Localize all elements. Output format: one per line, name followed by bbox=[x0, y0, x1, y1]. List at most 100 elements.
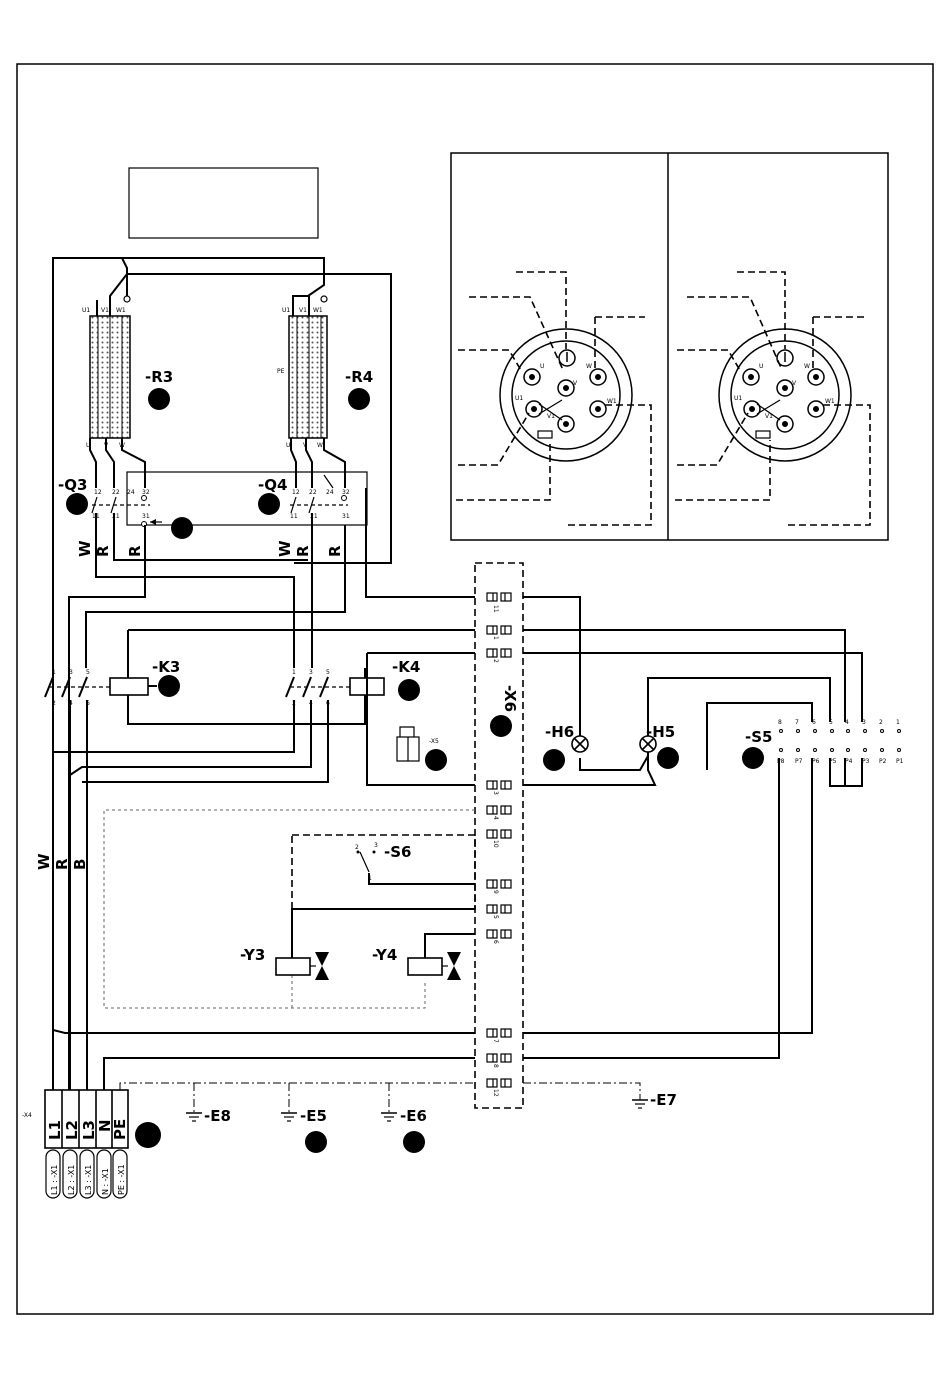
diagram-label: W1 bbox=[607, 398, 617, 405]
callout-q3-b bbox=[171, 517, 193, 539]
heater-feed-wires bbox=[52, 257, 392, 1090]
diagram-label: W bbox=[586, 363, 592, 370]
diagram-label: 1 bbox=[896, 719, 900, 726]
earth-e8 bbox=[186, 1083, 202, 1122]
diagram-label: 3 bbox=[69, 669, 73, 676]
label-y3: -Y3 bbox=[240, 946, 265, 964]
diagram-label: 4 bbox=[492, 816, 499, 820]
earth-line bbox=[119, 1082, 475, 1090]
label-k3: -K3 bbox=[152, 658, 180, 676]
selector-s5: 8 7 6 5 4 3 2 1 P8 P7 P6 P5 P4 P3 P2 P1 bbox=[777, 719, 904, 765]
label-h6: -H6 bbox=[545, 723, 574, 741]
supply-terminal-block: L1 L2 L3 N PE bbox=[44, 1089, 129, 1149]
diagram-label: 2 bbox=[355, 844, 359, 851]
diagram-label: 3 bbox=[862, 719, 866, 726]
label-r4: -R4 bbox=[345, 368, 373, 386]
callout-r3 bbox=[148, 388, 170, 410]
wire-r-q3: R bbox=[94, 545, 112, 557]
r4-term-v1: V1 bbox=[299, 307, 307, 314]
callout-h6 bbox=[543, 749, 565, 771]
diagram-label: 3 bbox=[309, 669, 313, 676]
contactor-k4: 1 3 5 2 4 6 bbox=[285, 669, 385, 707]
callout-e5 bbox=[305, 1131, 327, 1153]
label-x4: -X4 bbox=[22, 1112, 32, 1119]
diagram-label: L3 bbox=[80, 1120, 98, 1140]
callout-q3 bbox=[66, 493, 88, 515]
diagram-label: 31 bbox=[342, 513, 350, 520]
diagram-label: N bbox=[96, 1119, 114, 1132]
diagram-label: 2 bbox=[492, 659, 499, 663]
x6-terminal-numbers: 11 1 2 3 4 10 9 5 6 7 8 12 bbox=[492, 605, 499, 1097]
diagram-label: V1 bbox=[547, 413, 555, 420]
label-s6: -S6 bbox=[384, 843, 411, 861]
supply-cable-labels: L1 : -X1 L2 : -X1 L3 : -X1 N : -X1 PE : … bbox=[45, 1149, 128, 1199]
diagram-label: P8 bbox=[777, 758, 785, 765]
wire-r-main: R bbox=[53, 858, 71, 870]
diagram-label: V bbox=[573, 380, 578, 387]
callout-x6 bbox=[490, 715, 512, 737]
solenoid-y4 bbox=[407, 933, 475, 980]
wire-r-q4b: R bbox=[326, 545, 344, 557]
label-q4: -Q4 bbox=[258, 476, 287, 494]
diagram-label: PE : -X1 bbox=[117, 1164, 126, 1195]
r4-term-w: W bbox=[317, 442, 323, 449]
diagram-label: P7 bbox=[795, 758, 803, 765]
diagram-label: P5 bbox=[829, 758, 837, 765]
switch-output-wires bbox=[68, 488, 475, 1090]
callout-h5 bbox=[657, 747, 679, 769]
diagram-label: U bbox=[759, 363, 763, 370]
diagram-label: PE bbox=[111, 1119, 129, 1140]
wire-w-q4: W bbox=[276, 540, 294, 557]
diagram-label: V bbox=[792, 380, 797, 387]
diagram-label: 5 bbox=[829, 719, 833, 726]
diagram-label: 5 bbox=[492, 915, 499, 919]
contactor-k3: 1 3 5 2 4 6 bbox=[44, 669, 149, 707]
r4-term-pe: PE bbox=[277, 368, 285, 375]
diagram-label: N : -X1 bbox=[101, 1168, 110, 1195]
title-box bbox=[128, 167, 319, 239]
diagram-label: 11 bbox=[492, 605, 499, 613]
label-y4: -Y4 bbox=[372, 946, 397, 964]
diagram-label: P2 bbox=[879, 758, 887, 765]
wire-w-main: W bbox=[35, 853, 53, 870]
r3-term-u1: U1 bbox=[82, 307, 90, 314]
motor-connector-right: U V W U1 V1 W1 bbox=[675, 271, 871, 526]
label-x6: -X6 bbox=[501, 685, 519, 712]
diagram-label: 10 bbox=[492, 840, 499, 848]
diagram-label: 12 bbox=[492, 1089, 499, 1097]
switch-s6: 2 3 1 bbox=[355, 842, 475, 885]
wire-w-q3: W bbox=[76, 540, 94, 557]
diagram-label: 21 bbox=[112, 513, 120, 520]
earth-e6 bbox=[381, 1083, 397, 1122]
lamp-h5 bbox=[639, 735, 657, 753]
terminal-strip-x6 bbox=[474, 562, 524, 1109]
diagram-label: U1 bbox=[515, 395, 523, 402]
earth-e7 bbox=[632, 1099, 648, 1109]
diagram-label: 6 bbox=[492, 940, 499, 944]
diagram-label: 5 bbox=[326, 669, 330, 676]
contactor-output-wires bbox=[52, 700, 475, 1090]
diagram-label: 21 bbox=[310, 513, 318, 520]
label-h5: -H5 bbox=[646, 723, 675, 741]
diagram-label: 6 bbox=[812, 719, 816, 726]
diagram-label: 8 bbox=[778, 719, 782, 726]
motor-panel bbox=[450, 152, 889, 541]
label-e7: -E7 bbox=[650, 1091, 677, 1109]
callout-s5 bbox=[742, 747, 764, 769]
wire-b-main: B bbox=[71, 859, 89, 870]
label-e5: -E5 bbox=[300, 1107, 327, 1125]
right-side-wires bbox=[103, 596, 863, 1090]
diagram-label: P4 bbox=[845, 758, 853, 765]
r3-term-u: U bbox=[86, 442, 90, 449]
heater-switch-wires bbox=[89, 438, 346, 488]
diagram-label: 24 bbox=[127, 489, 135, 496]
diagram-label: U bbox=[540, 363, 544, 370]
callout-k4 bbox=[398, 679, 420, 701]
switch-q3: 12 22 24 32 11 21 31 bbox=[91, 489, 162, 527]
diagram-label: 4 bbox=[845, 719, 849, 726]
diagram-label: L1 bbox=[46, 1120, 64, 1140]
diagram-label: 22 bbox=[112, 489, 120, 496]
diagram-label: 22 bbox=[309, 489, 317, 496]
diagram-label: 12 bbox=[292, 489, 300, 496]
label-r3: -R3 bbox=[145, 368, 173, 386]
